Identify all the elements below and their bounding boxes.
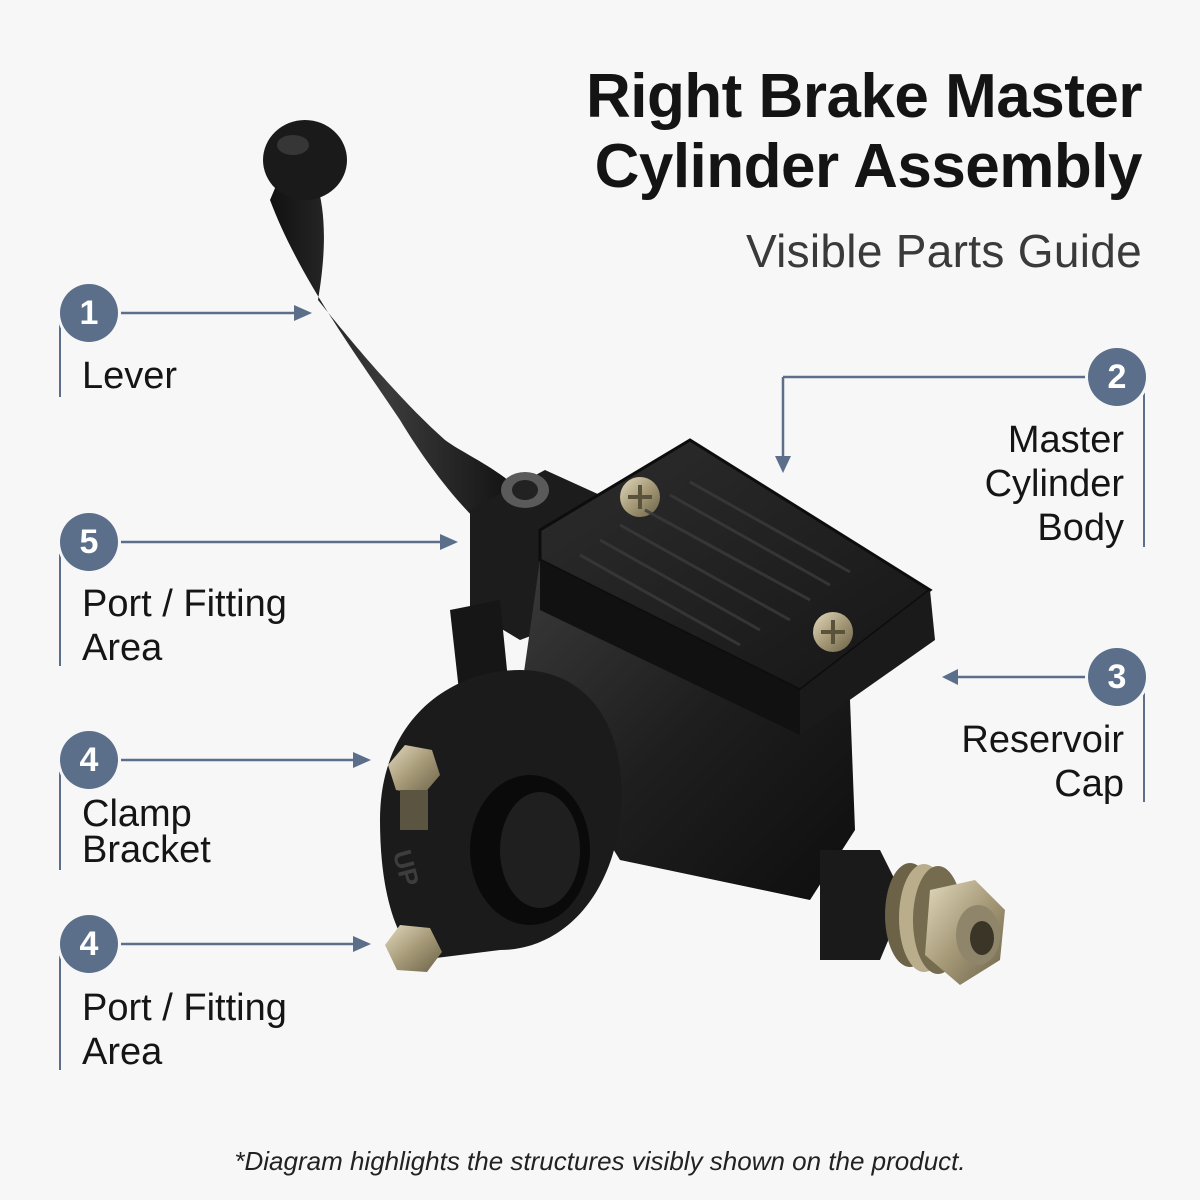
footnote: *Diagram highlights the structures visib… [234, 1146, 966, 1176]
title-line-2: Cylinder Assembly [594, 132, 1143, 201]
clamp-bolt-top [388, 745, 440, 830]
lever-ball-end [263, 120, 347, 200]
callout-4b-label: Port / Fitting Area [82, 987, 287, 1073]
cap-screw-top [620, 477, 660, 517]
callout-4b-badge: 4 [60, 915, 118, 973]
callout-5-rule [59, 542, 61, 666]
callout-5-label: Port / Fitting Area [82, 583, 287, 669]
cap-embossed-text [579, 480, 851, 647]
callout-1-rule [59, 313, 61, 397]
cap-screw-bottom [813, 612, 853, 652]
callout-5-badge: 5 [60, 513, 118, 571]
title-line-1: Right Brake Master [585, 62, 1143, 131]
callout-2-badge: 2 [1088, 348, 1146, 406]
lever-arm [270, 148, 530, 545]
leader-lines [118, 305, 1088, 952]
callout-4a-badge: 4 [60, 731, 118, 789]
callout-2-label: Master Cylinder Body [984, 419, 1124, 549]
callout-3-rule [1143, 677, 1145, 802]
outlet-nut [925, 880, 1005, 985]
callout-4a-rule [59, 760, 61, 870]
callout-1-label: Lever [82, 355, 178, 397]
callout-1-badge: 1 [60, 284, 118, 342]
page-title: Right Brake Master Cylinder Assembly [585, 62, 1143, 202]
outlet-boss [820, 850, 905, 960]
callout-3-label: Reservoir Cap [961, 719, 1124, 805]
callout-2-rule [1143, 377, 1145, 547]
page-subtitle: Visible Parts Guide [745, 225, 1142, 277]
callout-3-badge: 3 [1088, 648, 1146, 706]
clamp-bolt-bottom [385, 925, 442, 972]
callout-4a-label: Clamp Bracket [82, 793, 211, 871]
callout-4b-rule [59, 944, 61, 1070]
